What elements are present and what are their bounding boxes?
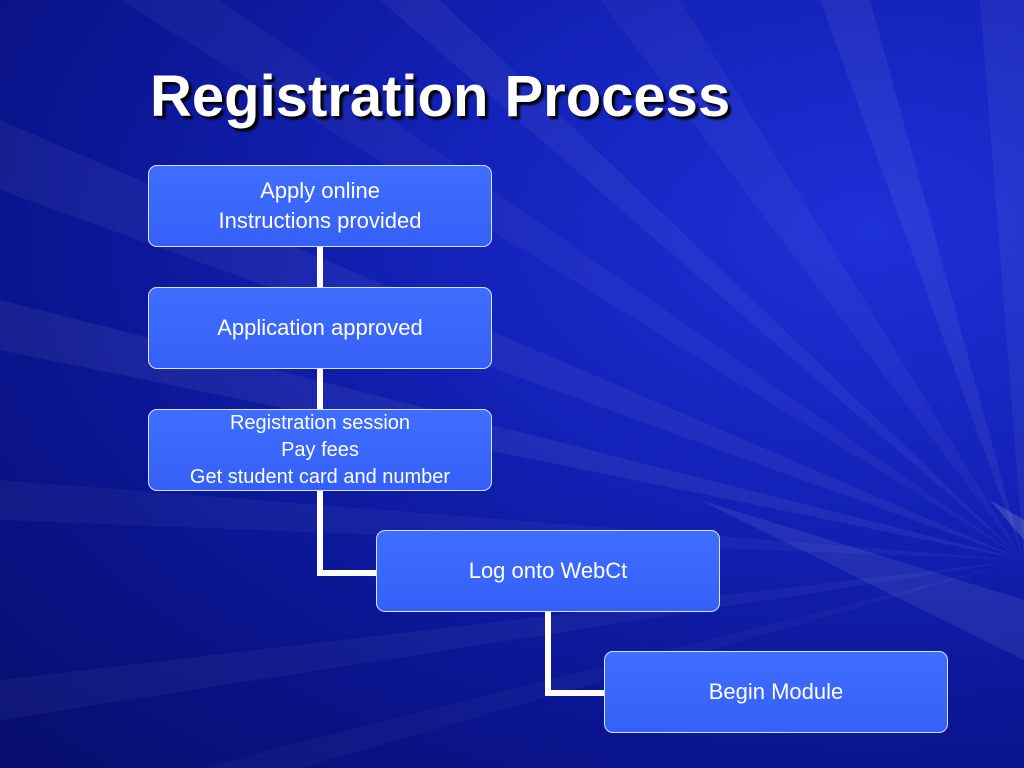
step-registration-session: Registration session Pay fees Get studen… bbox=[148, 409, 492, 491]
connector-registration-webct-vertical bbox=[317, 490, 323, 576]
step-apply-line2: Instructions provided bbox=[218, 208, 422, 233]
connector-apply-approved bbox=[317, 246, 323, 288]
slide-title: Registration Process bbox=[150, 64, 731, 129]
step-apply-line1: Apply online bbox=[260, 178, 380, 203]
connector-approved-registration bbox=[317, 368, 323, 410]
step-log-onto-webct: Log onto WebCt bbox=[376, 530, 720, 612]
step-apply-online: Apply online Instructions provided bbox=[148, 165, 492, 247]
step-registration-line1: Registration session bbox=[229, 411, 411, 434]
step-registration-line2: Pay fees bbox=[281, 438, 359, 461]
connector-webct-module-horizontal bbox=[545, 690, 607, 696]
step-approved-line1: Application approved bbox=[217, 315, 423, 340]
step-webct-line1: Log onto WebCt bbox=[468, 558, 628, 583]
step-begin-module: Begin Module bbox=[604, 651, 948, 733]
connector-registration-webct-horizontal bbox=[317, 570, 379, 576]
step-module-line1: Begin Module bbox=[708, 679, 844, 704]
step-registration-line3: Get student card and number bbox=[189, 465, 451, 488]
step-application-approved: Application approved bbox=[148, 287, 492, 369]
connector-webct-module-vertical bbox=[545, 610, 551, 696]
